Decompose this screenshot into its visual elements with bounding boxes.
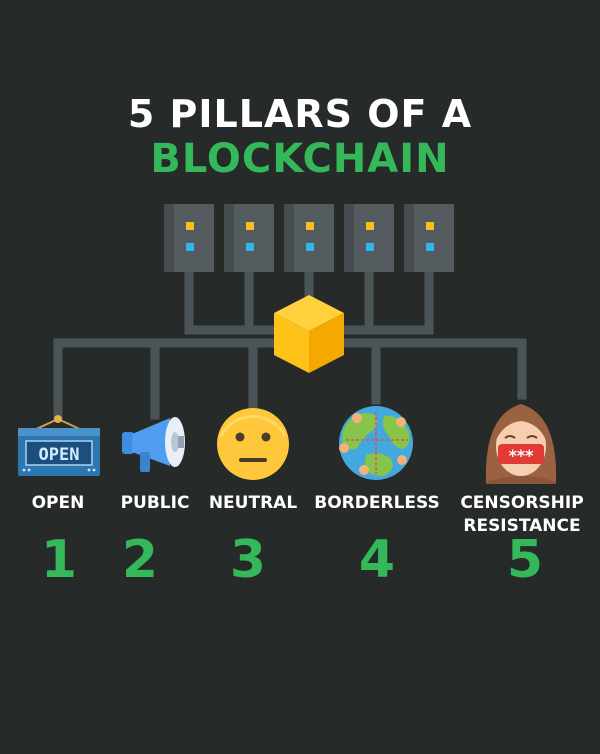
pillar-number-4: 4 [358,530,396,590]
pillar-number-1: 1 [40,530,78,590]
pillar-label-open: OPEN [31,493,85,513]
megaphone-icon [122,417,185,472]
censored-person-icon: *** [485,404,557,484]
pillar-label-line: RESISTANCE [463,516,581,536]
block-cube-icon [274,295,344,373]
server-node [224,204,274,272]
pillar-label-neutral: NEUTRAL [208,493,298,513]
pillar-number-2: 2 [121,530,159,590]
title-line-1: 5 PILLARS OF A [127,92,473,136]
server-node [284,204,334,272]
pillar-number-5: 5 [506,530,544,590]
pillar-label-public: PUBLIC [120,493,190,513]
pillar-label-censorship-resistance: CENSORSHIP RESISTANCE [454,492,590,538]
open-sign-icon: OPEN [18,415,100,476]
sign-text: OPEN [39,445,80,465]
neutral-face-icon [217,408,289,480]
pillar-number-3: 3 [229,530,267,590]
pillar-label-borderless: BORDERLESS [314,493,440,513]
server-node [344,204,394,272]
globe-icon [339,406,413,480]
title-line-2: BLOCKCHAIN [150,136,450,182]
server-nodes [164,204,454,272]
pillar-label-line: CENSORSHIP [460,493,584,513]
server-node [164,204,214,272]
server-node [404,204,454,272]
mask-text: *** [508,446,534,465]
